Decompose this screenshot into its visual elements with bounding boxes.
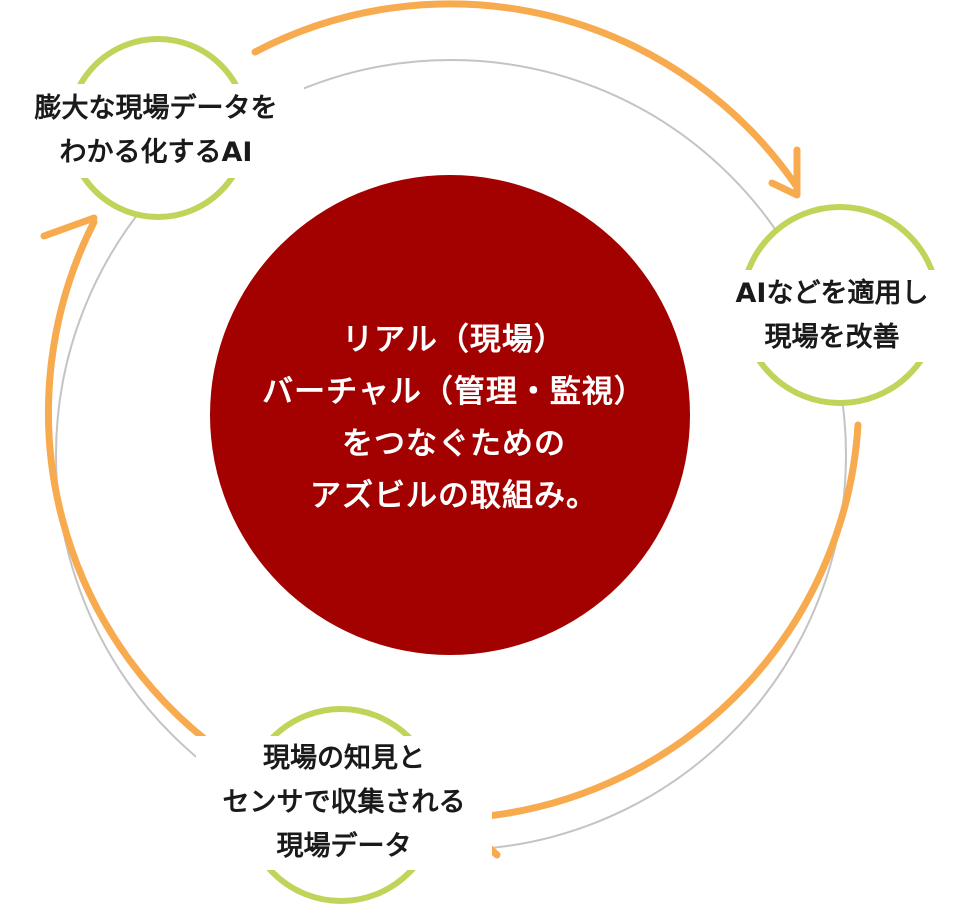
center-line: アズビルの取組み。 bbox=[310, 478, 598, 514]
node-label-line: 膨大な現場データを bbox=[34, 93, 278, 124]
node-label-line: 現場の知見と bbox=[263, 743, 425, 774]
arrow-arc-bottom-left bbox=[45, 218, 240, 766]
center-line: リアル（現場） bbox=[342, 322, 566, 358]
center-line: バーチャル（管理・監視） bbox=[262, 374, 646, 410]
arrow-arc-right-bottom bbox=[484, 421, 862, 820]
center-message: リアル（現場） バーチャル（管理・監視） をつなぐための アズビルの取組み。 bbox=[224, 298, 684, 538]
node-label-line: 現場を改善 bbox=[764, 322, 900, 353]
node-label-ai-visualization: 膨大な現場データを わかる化するAI bbox=[8, 84, 304, 178]
node-label-line: 現場データ bbox=[276, 831, 412, 862]
node-label-line: わかる化するAI bbox=[59, 137, 253, 168]
arrowhead-bottom-left bbox=[40, 214, 98, 240]
arrow-arc-top-right bbox=[251, 0, 801, 191]
arrowhead-top-right bbox=[768, 146, 801, 199]
node-label-line: センサで収集される bbox=[222, 787, 466, 818]
node-label-line: AIなどを適用し bbox=[735, 278, 929, 309]
center-line: をつなぐための bbox=[342, 426, 566, 462]
center-circle bbox=[210, 175, 690, 655]
node-label-ai-improvement: AIなどを適用し 現場を改善 bbox=[712, 270, 952, 362]
node-label-field-data: 現場の知見と センサで収集される 現場データ bbox=[196, 736, 492, 870]
